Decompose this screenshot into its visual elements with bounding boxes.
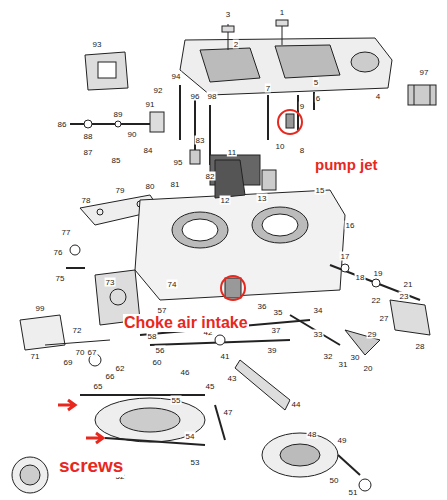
callout-number: 1: [279, 8, 285, 17]
callout-number: 51: [348, 488, 359, 497]
callout-number: 36: [257, 302, 268, 311]
callout-number: 92: [153, 86, 164, 95]
callout-number: 44: [291, 400, 302, 409]
callout-number: 67: [87, 348, 98, 357]
callout-number: 71: [30, 352, 41, 361]
annotation-label: Choke air intake: [123, 314, 249, 332]
callout-number: 16: [345, 221, 356, 230]
callout-number: 29: [367, 330, 378, 339]
callout-number: 72: [72, 326, 83, 335]
callout-number: 69: [63, 358, 74, 367]
callout-number: 22: [371, 296, 382, 305]
callout-number: 75: [55, 274, 66, 283]
callout-number: 81: [170, 180, 181, 189]
callout-number: 6: [315, 94, 321, 103]
callout-number: 48: [307, 430, 318, 439]
callout-number: 21: [403, 280, 414, 289]
callout-number: 50: [329, 476, 340, 485]
callout-number: 49: [337, 436, 348, 445]
callout-number: 62: [115, 364, 126, 373]
callout-number: 30: [350, 353, 361, 362]
callout-number: 85: [111, 156, 122, 165]
callout-number: 97: [419, 68, 430, 77]
callout-number: 15: [315, 186, 326, 195]
callout-number: 77: [61, 228, 72, 237]
callout-number: 96: [190, 92, 201, 101]
callout-number: 23: [399, 292, 410, 301]
annotation-label: screws: [58, 455, 124, 477]
callout-number: 78: [81, 196, 92, 205]
callout-number: 20: [363, 364, 374, 373]
callout-number: 7: [265, 84, 271, 93]
callout-number: 10: [275, 142, 286, 151]
callout-number: 18: [355, 273, 366, 282]
callout-number: 54: [185, 432, 196, 441]
callout-number: 37: [271, 326, 282, 335]
callout-number: 28: [415, 342, 426, 351]
callout-number: 46: [180, 368, 191, 377]
callout-number: 98: [207, 92, 218, 101]
callout-number: 86: [57, 120, 68, 129]
callout-number: 11: [227, 148, 237, 157]
callout-number: 80: [145, 182, 156, 191]
callout-number: 2: [233, 40, 239, 49]
callout-number: 45: [205, 382, 216, 391]
callout-number: 53: [190, 458, 201, 467]
callout-number: 33: [313, 330, 324, 339]
callout-number: 56: [155, 346, 166, 355]
callout-number: 19: [373, 269, 384, 278]
callout-number: 66: [105, 372, 116, 381]
callout-number: 90: [127, 130, 138, 139]
callout-number: 9: [299, 102, 305, 111]
callout-number: 60: [152, 358, 163, 367]
callout-number: 70: [75, 348, 86, 357]
callout-number: 39: [267, 346, 278, 355]
annotation-label: pump jet: [314, 156, 379, 173]
callout-number: 76: [53, 248, 64, 257]
callout-number: 65: [93, 382, 104, 391]
callout-number: 58: [147, 332, 158, 341]
callout-number: 34: [313, 306, 324, 315]
callout-number: 89: [113, 110, 124, 119]
callout-number: 41: [220, 352, 231, 361]
callout-number: 73: [105, 278, 116, 287]
callout-number: 4: [375, 92, 381, 101]
callout-number: 12: [220, 196, 231, 205]
callout-number: 88: [83, 132, 94, 141]
callout-number: 47: [223, 408, 234, 417]
callout-number: 99: [35, 304, 46, 313]
callout-number: 87: [83, 148, 94, 157]
callout-number: 95: [173, 158, 184, 167]
callout-number: 27: [379, 314, 390, 323]
callout-number: 5: [313, 78, 319, 87]
callout-number: 55: [171, 396, 182, 405]
callout-number: 13: [257, 194, 268, 203]
callout-number: 17: [340, 252, 351, 261]
callout-number: 82: [205, 172, 216, 181]
callout-number: 31: [338, 360, 349, 369]
callout-number: 3: [225, 10, 231, 19]
callout-number: 32: [323, 352, 334, 361]
callout-number: 35: [273, 308, 284, 317]
callout-number: 94: [171, 72, 182, 81]
callout-number: 43: [227, 374, 238, 383]
callout-number: 8: [299, 146, 305, 155]
callout-number: 84: [143, 146, 154, 155]
callout-number: 83: [195, 136, 206, 145]
callout-number: 74: [167, 280, 178, 289]
callout-number: 93: [92, 40, 103, 49]
callout-number: 91: [145, 100, 156, 109]
callout-number: 79: [115, 186, 126, 195]
